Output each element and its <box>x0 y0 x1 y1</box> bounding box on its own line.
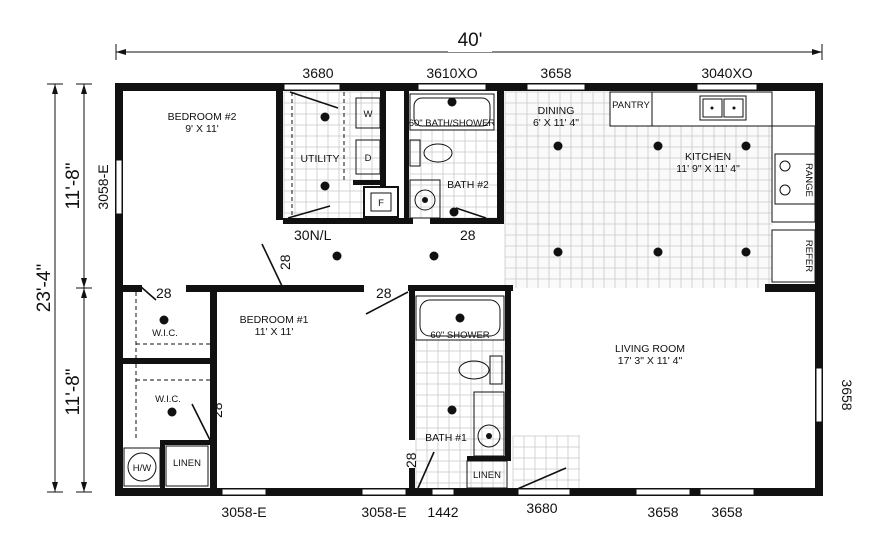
range-label: RANGE <box>803 163 814 197</box>
linen1 <box>165 445 209 487</box>
shower <box>415 295 505 341</box>
ceiling-light <box>429 251 439 261</box>
bath2-door-label: 28 <box>460 227 476 243</box>
window-openings <box>115 83 823 496</box>
bath2-tile-grid <box>409 129 497 219</box>
dining-size: 6' X 11' 4" <box>533 117 579 129</box>
depth-dimension-line <box>47 83 92 493</box>
bedroom2-size: 9' X 11' <box>185 123 219 135</box>
overall-width-label: 40' <box>458 30 483 51</box>
range <box>774 153 816 205</box>
window-bottom-6: 3658 <box>711 504 742 520</box>
shower-label: 60" SHOWER <box>430 330 489 341</box>
bath1-tile-grid <box>415 339 505 488</box>
closet-dashed-lines <box>135 92 773 440</box>
furnace <box>363 186 399 218</box>
window-left: 3058-E <box>95 164 111 209</box>
bath1-door-label: 28 <box>403 452 419 468</box>
interior-walls <box>120 90 817 490</box>
door-swings <box>139 91 567 491</box>
closet-door-label: 30N/L <box>294 227 332 243</box>
ceiling-light <box>320 181 330 191</box>
bedroom2-name: BEDROOM #2 <box>168 111 237 123</box>
lower-section-dimension: 11'-8" <box>63 369 84 416</box>
ceiling-light <box>741 247 751 257</box>
wic2-door-label: 28 <box>209 402 225 418</box>
window-top-3: 3658 <box>540 65 571 81</box>
wic2-name: W.I.C. <box>155 394 181 405</box>
living-room-name: LIVING ROOM <box>615 343 685 355</box>
bath2-sink <box>409 179 441 219</box>
living-room-size: 17' 3" X 11' 4" <box>618 355 683 367</box>
water-heater-label: H/W <box>133 463 152 474</box>
bedroom1-door-label: 28 <box>376 285 392 301</box>
utility-name: UTILITY <box>300 153 339 165</box>
bath2-tub <box>409 93 495 131</box>
furnace-label: F <box>378 198 384 209</box>
bath1-toilet <box>458 360 490 380</box>
ceiling-light <box>320 112 330 122</box>
ceiling-light <box>447 97 457 107</box>
washer <box>355 97 381 129</box>
window-top-4: 3040XO <box>701 65 752 81</box>
window-bottom-3: 1442 <box>427 504 458 520</box>
entry-tile-grid <box>512 435 580 488</box>
ceiling-light <box>447 405 457 415</box>
linen1-label: LINEN <box>173 458 201 469</box>
bath1-vanity <box>473 391 505 457</box>
pantry <box>609 91 653 127</box>
bath2-tub-label: 60" BATH/SHOWER <box>409 118 496 129</box>
window-bottom-1: 3058-E <box>221 504 266 520</box>
bath2-toilet <box>423 143 453 163</box>
kitchen-size: 11' 9" X 11' 4" <box>676 163 740 175</box>
bath2-name: BATH #2 <box>447 179 489 191</box>
ceiling-light <box>449 207 459 217</box>
pantry-label: PANTRY <box>612 100 650 111</box>
refer-label: REFER <box>803 240 814 272</box>
bath1-name: BATH #1 <box>425 432 467 444</box>
ceiling-light <box>653 247 663 257</box>
window-top-1: 3680 <box>302 65 333 81</box>
ceiling-light <box>159 315 169 325</box>
linen2 <box>466 460 508 489</box>
dryer-label: D <box>365 153 372 164</box>
ceiling-light <box>653 141 663 151</box>
window-bottom-2: 3058-E <box>361 504 406 520</box>
upper-section-dimension: 11'-8" <box>63 163 84 210</box>
washer-label: W <box>364 109 373 120</box>
bedroom1-name: BEDROOM #1 <box>240 314 309 326</box>
window-top-2: 3610XO <box>426 65 477 81</box>
wic1-name: W.I.C. <box>152 328 178 339</box>
ceiling-light <box>553 247 563 257</box>
kitchen-sink <box>699 95 747 121</box>
window-right: 3658 <box>839 379 855 410</box>
water-heater <box>123 447 161 487</box>
kitchen-name: KITCHEN <box>685 151 731 163</box>
window-bottom-4: 3680 <box>526 500 557 516</box>
linen2-label: LINEN <box>473 470 501 481</box>
dining-name: DINING <box>538 105 575 117</box>
overall-depth-label: 23'-4" <box>34 264 55 312</box>
refrigerator <box>771 229 816 283</box>
ceiling-lights <box>159 97 751 417</box>
bedroom1-size: 11' X 11' <box>255 326 294 338</box>
window-bottom-5: 3658 <box>647 504 678 520</box>
dryer <box>355 139 381 175</box>
ceiling-light <box>741 141 751 151</box>
ceiling-light <box>455 313 465 323</box>
ceiling-light <box>332 251 342 261</box>
wic1-door-label: 28 <box>156 285 172 301</box>
bedroom2-door-label: 28 <box>277 254 293 270</box>
ceiling-light <box>167 407 177 417</box>
ceiling-light <box>553 141 563 151</box>
